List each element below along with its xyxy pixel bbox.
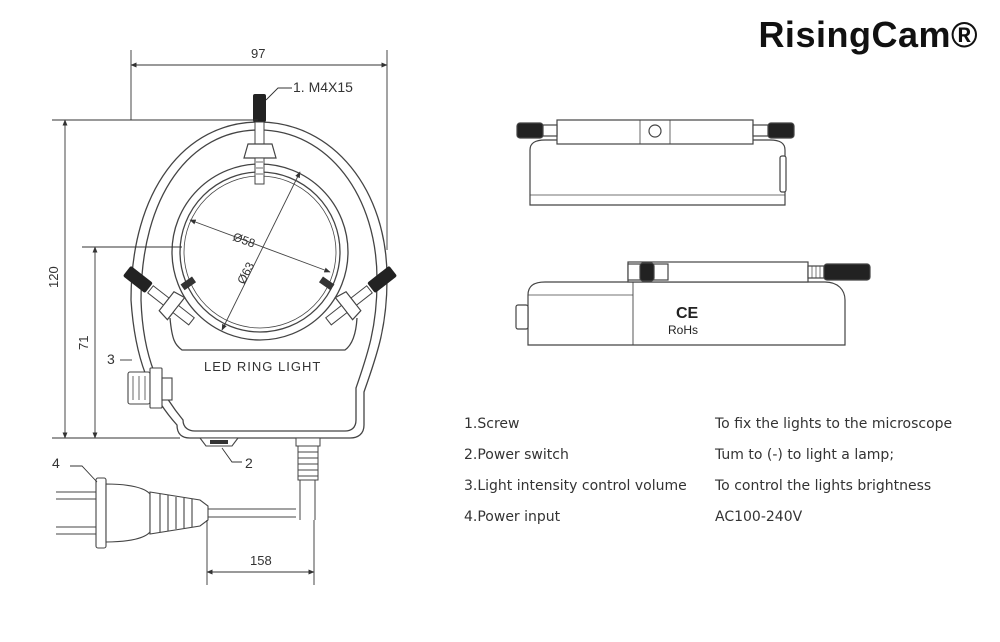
legend-part-name: 3.Light intensity control volume bbox=[464, 478, 687, 494]
dim-height-label: 120 bbox=[46, 266, 61, 288]
legend-row: 3.Light intensity control volume To cont… bbox=[462, 478, 982, 509]
power-plug bbox=[56, 477, 296, 549]
inner-ring-outer bbox=[171, 163, 349, 341]
callout-leaders bbox=[70, 87, 292, 483]
brand-logo: RisingCam® bbox=[758, 14, 978, 55]
right-screw bbox=[325, 266, 397, 326]
device-label: LED RING LIGHT bbox=[204, 359, 321, 374]
outer-diameter-label: Ø63 bbox=[234, 260, 257, 287]
side-view bbox=[515, 261, 871, 346]
legend-row: 4.Power input AC100-240V bbox=[462, 509, 982, 540]
legend-part-name: 4.Power input bbox=[464, 509, 561, 525]
ce-mark: CE bbox=[676, 305, 699, 322]
dim-mid-height-label: 71 bbox=[76, 336, 91, 350]
diameter-lines bbox=[189, 171, 331, 331]
dim-cable-label: 158 bbox=[250, 553, 272, 568]
ring-body-inner-edge bbox=[140, 129, 378, 432]
legend-row: 2.Power switch Tum to (-) to light a lam… bbox=[462, 447, 982, 478]
legend-part-description: Tum to (-) to light a lamp; bbox=[715, 447, 895, 463]
inner-screw-tips bbox=[180, 276, 335, 291]
parts-legend: 1.Screw To fix the lights to the microsc… bbox=[462, 416, 982, 540]
callout-switch: 2 bbox=[245, 455, 253, 471]
top-screw bbox=[243, 94, 277, 185]
inner-ring-lip bbox=[183, 175, 337, 329]
legend-part-description: To control the lights brightness bbox=[715, 478, 932, 494]
dim-width-label: 97 bbox=[251, 46, 265, 61]
callout-plug: 4 bbox=[52, 455, 60, 471]
legend-part-description: To fix the lights to the microscope bbox=[715, 416, 953, 432]
inner-diameter-label: Ø58 bbox=[231, 230, 257, 251]
legend-part-description: AC100-240V bbox=[715, 509, 803, 525]
ring-body-outline bbox=[130, 121, 388, 439]
intensity-knob bbox=[127, 367, 173, 409]
rohs-mark: RoHs bbox=[668, 323, 698, 337]
control-box-panel bbox=[169, 317, 358, 351]
legend-row: 1.Screw To fix the lights to the microsc… bbox=[462, 416, 982, 447]
cable-strain-relief bbox=[295, 437, 321, 520]
inner-ring-inner bbox=[179, 171, 341, 333]
dimension-lines bbox=[52, 50, 388, 585]
callout-screw: 1. M4X15 bbox=[293, 79, 353, 95]
legend-part-name: 1.Screw bbox=[464, 416, 520, 432]
power-switch bbox=[198, 437, 240, 447]
top-view bbox=[516, 119, 795, 206]
legend-part-name: 2.Power switch bbox=[464, 447, 569, 463]
left-screw bbox=[123, 266, 195, 326]
callout-knob: 3 bbox=[107, 351, 115, 367]
